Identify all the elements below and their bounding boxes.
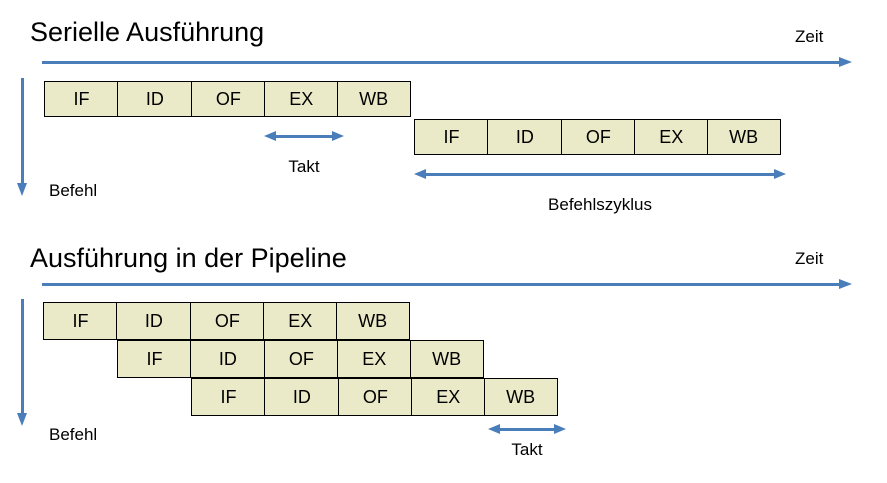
stage-box: OF (560, 119, 636, 155)
arrowhead-right-icon (554, 424, 566, 434)
measure-shaft (272, 135, 336, 138)
stage-box: EX (634, 119, 709, 155)
time-axis-label-pipeline: Zeit (795, 249, 824, 268)
stage-row: IF ID OF EX WB (43, 302, 410, 340)
measure-label-befehlszyklus: Befehlszyklus (548, 195, 652, 214)
stage-box: OF (190, 81, 266, 117)
time-axis-label-serial: Zeit (795, 27, 824, 46)
stage-box: OF (337, 378, 413, 416)
instruction-axis-shaft (21, 78, 24, 184)
stage-row: IF ID OF EX WB (414, 119, 781, 155)
instruction-axis-arrowhead (17, 183, 27, 196)
measure-arrow-befehlszyklus (414, 169, 786, 180)
stage-box: WB (706, 119, 781, 155)
time-axis-arrowhead (839, 279, 852, 289)
arrowhead-left-icon (488, 424, 500, 434)
stage-box: IF (44, 81, 119, 117)
measure-label-takt-serial: Takt (288, 157, 320, 176)
arrowhead-right-icon (774, 169, 786, 179)
time-axis-shaft (42, 283, 840, 286)
arrowhead-right-icon (332, 131, 344, 141)
measure-arrow-takt-serial (264, 131, 344, 142)
stage-box: WB (409, 340, 484, 378)
stage-box: ID (116, 302, 192, 340)
stage-box: OF (263, 340, 339, 378)
instruction-axis-pipeline (17, 299, 28, 426)
measure-label-takt-pipeline: Takt (511, 440, 543, 459)
instruction-axis-label-serial: Befehl (49, 181, 98, 200)
stage-box: WB (335, 302, 410, 340)
instruction-axis-shaft (21, 299, 24, 414)
instruction-axis-arrowhead (17, 413, 27, 426)
time-axis-serial (42, 57, 852, 68)
stage-box: ID (487, 119, 563, 155)
stage-row: IF ID OF EX WB (191, 378, 558, 416)
measure-shaft (422, 173, 778, 176)
instruction-axis-serial (17, 78, 28, 196)
stage-box: ID (264, 378, 340, 416)
stage-box: IF (43, 302, 118, 340)
stage-box: EX (337, 340, 412, 378)
stage-row: IF ID OF EX WB (44, 81, 411, 117)
stage-box: WB (336, 81, 411, 117)
stage-box: EX (264, 81, 339, 117)
stage-box: ID (117, 81, 193, 117)
stage-box: ID (190, 340, 266, 378)
section-title-serial: Serielle Ausführung (30, 17, 265, 47)
measure-arrow-takt-pipeline (488, 424, 566, 435)
measure-shaft (496, 428, 558, 431)
stage-box: EX (411, 378, 486, 416)
stage-box: OF (189, 302, 265, 340)
stage-box: EX (263, 302, 338, 340)
stage-row: IF ID OF EX WB (117, 340, 484, 378)
section-title-pipeline: Ausführung in der Pipeline (30, 243, 347, 273)
arrowhead-left-icon (264, 131, 276, 141)
stage-box: IF (414, 119, 489, 155)
time-axis-pipeline (42, 279, 852, 290)
stage-box: IF (117, 340, 192, 378)
time-axis-arrowhead (839, 57, 852, 67)
stage-box: IF (191, 378, 266, 416)
stage-box: WB (483, 378, 558, 416)
time-axis-shaft (42, 61, 840, 64)
arrowhead-left-icon (414, 169, 426, 179)
instruction-axis-label-pipeline: Befehl (49, 425, 98, 444)
